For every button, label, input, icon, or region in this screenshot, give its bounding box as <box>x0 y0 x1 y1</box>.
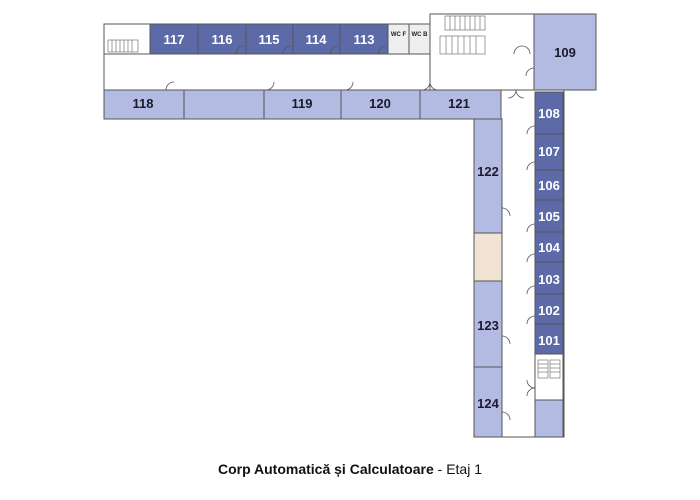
room-116-label: 116 <box>212 32 233 47</box>
door-icon <box>526 285 536 295</box>
door-icon <box>526 125 536 135</box>
door-icon <box>526 223 536 233</box>
room-117-label: 117 <box>164 32 185 47</box>
room-124[interactable] <box>473 366 503 438</box>
room-wc-f[interactable] <box>387 23 410 55</box>
second-room-row: 118 119 120 121 <box>103 81 525 120</box>
door-icon <box>525 67 535 77</box>
caption-separator: - <box>433 461 447 477</box>
room-101[interactable] <box>534 323 564 355</box>
room-117[interactable] <box>149 23 199 55</box>
room-118-label: 118 <box>133 96 154 111</box>
room-wc-b[interactable] <box>408 23 431 55</box>
room-113-label: 113 <box>354 32 375 47</box>
room-107-label: 107 <box>538 144 560 159</box>
door-icon <box>235 45 245 55</box>
room-115-label: 115 <box>259 32 280 47</box>
wc-f-label: WC F <box>391 32 407 38</box>
room-124-label: 124 <box>477 396 499 411</box>
room-101-label: 101 <box>538 333 560 348</box>
door-icon <box>526 379 536 397</box>
room-106-label: 106 <box>538 178 560 193</box>
room-113[interactable] <box>339 23 389 55</box>
room-bottom-right[interactable] <box>534 399 564 438</box>
room-114-label: 114 <box>306 32 328 47</box>
room-102-label: 102 <box>538 303 560 318</box>
stair-block-top-right <box>429 13 535 91</box>
room-119[interactable] <box>263 89 342 120</box>
right-wing-rooms: 108 107 106 105 104 103 102 101 <box>526 91 564 438</box>
room-119-label: 119 <box>292 96 313 111</box>
stair-bottom-right-icon <box>537 359 561 379</box>
door-icon <box>513 45 531 55</box>
stair-bottom-right <box>534 353 564 401</box>
door-icon <box>526 253 536 263</box>
door-icon <box>265 81 275 91</box>
door-icon <box>507 89 525 99</box>
door-icon <box>526 161 536 171</box>
room-122-label: 122 <box>477 164 499 179</box>
wc-b-label: WC B <box>412 32 429 38</box>
door-icon <box>421 81 439 91</box>
room-123-label: 123 <box>477 318 499 333</box>
room-121[interactable] <box>419 89 502 120</box>
stair-top-right-icon <box>439 15 486 55</box>
door-icon <box>165 81 175 91</box>
room-109[interactable] <box>533 13 597 91</box>
room-104[interactable] <box>534 231 564 263</box>
room-105-label: 105 <box>538 209 560 224</box>
door-icon <box>526 315 536 325</box>
room-120-label: 120 <box>369 96 391 111</box>
stair-left-icon <box>107 39 139 53</box>
building-name: Corp Automatică și Calculatoare <box>217 461 434 477</box>
door-icon <box>501 411 511 421</box>
room-unlabeled[interactable] <box>183 89 265 120</box>
room-103[interactable] <box>534 261 564 295</box>
room-104-label: 104 <box>538 240 560 255</box>
stair-left <box>103 23 151 55</box>
room-120[interactable] <box>340 89 421 120</box>
room-103-label: 103 <box>538 272 560 287</box>
room-109-label: 109 <box>554 45 576 60</box>
door-icon <box>501 335 511 345</box>
room-108-label: 108 <box>538 106 560 121</box>
top-room-row: 117 116 115 114 113 WC F WC B <box>103 23 431 55</box>
door-icon <box>282 45 292 55</box>
room-beige[interactable] <box>473 232 503 282</box>
door-icon <box>501 207 511 217</box>
door-icon <box>329 45 339 55</box>
room-121-label: 121 <box>448 96 470 111</box>
room-105[interactable] <box>534 199 564 233</box>
door-icon <box>344 81 354 91</box>
room-123[interactable] <box>473 280 503 368</box>
floor-name: Etaj 1 <box>446 461 483 477</box>
left-wing-rooms: 122 123 124 <box>473 118 511 438</box>
door-icon <box>377 45 387 55</box>
room-107[interactable] <box>534 133 564 171</box>
floor-caption: Corp Automatică și Calculatoare - Etaj 1 <box>0 461 700 477</box>
